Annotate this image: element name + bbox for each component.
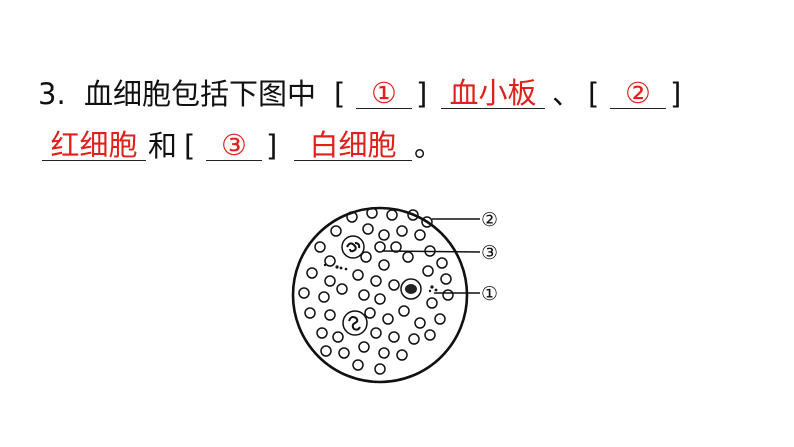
- red-blood-cell: [388, 279, 400, 291]
- red-blood-cell: [442, 289, 454, 301]
- white-blood-cell: [400, 278, 422, 300]
- red-blood-cell: [424, 329, 436, 341]
- bracket-open-2: [: [588, 77, 600, 111]
- period: 。: [414, 129, 444, 163]
- red-blood-cell: [408, 333, 420, 345]
- red-blood-cell: [324, 309, 336, 321]
- red-blood-cell: [378, 347, 390, 359]
- question-stem: 血细胞包括下图中: [84, 77, 317, 111]
- red-blood-cell: [374, 293, 386, 305]
- red-blood-cell: [304, 307, 316, 319]
- answer-blank-1-number: ①: [356, 78, 412, 109]
- red-blood-cell: [374, 241, 386, 253]
- red-blood-cell: [352, 359, 364, 371]
- bracket-close-1: ]: [416, 77, 428, 111]
- red-blood-cell: [318, 291, 330, 303]
- separator: 、: [552, 77, 582, 111]
- red-blood-cell: [366, 207, 378, 219]
- red-blood-cell: [414, 229, 426, 241]
- figure-label-3: ③: [481, 242, 498, 264]
- red-blood-cell: [332, 331, 344, 343]
- red-blood-cell: [398, 305, 410, 317]
- red-blood-cell: [346, 211, 358, 223]
- red-blood-cell: [421, 216, 433, 228]
- red-blood-cell: [370, 327, 382, 339]
- answer-blank-1-name: 血小板: [441, 78, 545, 109]
- red-blood-cell: [336, 283, 348, 295]
- red-blood-cell: [386, 209, 398, 221]
- red-blood-cell: [436, 257, 448, 269]
- red-blood-cell: [316, 327, 328, 339]
- red-blood-cell: [352, 269, 364, 281]
- red-blood-cell: [396, 225, 408, 237]
- red-blood-cell: [360, 251, 372, 263]
- connector: 和: [148, 129, 178, 163]
- red-blood-cell: [414, 317, 426, 329]
- bracket-open-1: [: [334, 77, 346, 111]
- bracket-open-3: [: [184, 129, 196, 163]
- red-blood-cell: [324, 275, 336, 287]
- white-blood-cell: [342, 310, 368, 336]
- red-blood-cell: [422, 265, 434, 277]
- label-line-3: [381, 250, 481, 253]
- figure-label-1: ①: [481, 283, 498, 305]
- answer-blank-3-name: 白细胞: [294, 130, 412, 161]
- platelets: [323, 263, 438, 293]
- red-blood-cell: [396, 349, 408, 361]
- red-blood-cell: [440, 273, 452, 285]
- answer-blank-2-name: 红细胞: [42, 130, 146, 161]
- red-blood-cell: [382, 313, 394, 325]
- red-blood-cell: [426, 297, 438, 309]
- red-blood-cell: [314, 241, 326, 253]
- red-blood-cell: [362, 223, 374, 235]
- red-blood-cell: [434, 313, 446, 325]
- bracket-close-3: ]: [266, 129, 278, 163]
- red-blood-cell: [388, 331, 400, 343]
- red-blood-cell: [358, 289, 370, 301]
- answer-blank-3-number: ③: [206, 130, 262, 161]
- red-blood-cell: [370, 275, 382, 287]
- red-blood-cell: [390, 241, 402, 253]
- microscope-field-circle: [291, 206, 469, 384]
- red-blood-cell: [358, 341, 370, 353]
- red-blood-cell: [407, 209, 419, 221]
- red-blood-cell: [378, 259, 390, 271]
- answer-blank-2-number: ②: [610, 78, 666, 109]
- red-blood-cell: [338, 347, 350, 359]
- red-blood-cell: [330, 225, 342, 237]
- red-blood-cell: [298, 287, 310, 299]
- red-blood-cell: [378, 229, 390, 241]
- red-blood-cell: [324, 255, 336, 267]
- red-blood-cell: [402, 251, 414, 263]
- red-blood-cells: [298, 207, 454, 375]
- figure-label-2: ②: [481, 209, 498, 231]
- red-blood-cell: [364, 307, 376, 319]
- red-blood-cell: [320, 345, 332, 357]
- white-blood-cell: [341, 235, 365, 259]
- bracket-close-2: ]: [670, 77, 682, 111]
- blood-smear-diagram: ② ③ ①: [291, 206, 498, 384]
- red-blood-cell: [374, 363, 386, 375]
- red-blood-cell: [306, 267, 318, 279]
- question-number: 3.: [38, 77, 66, 111]
